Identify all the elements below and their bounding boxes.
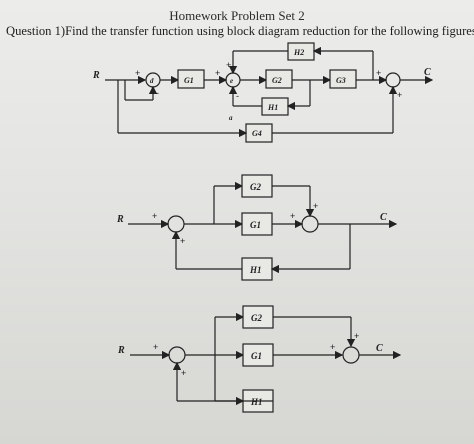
d3-g2-label: G2 [251,313,262,323]
d2-g2-label: G2 [250,182,261,192]
d1-sign-2: - [156,88,159,98]
diagram-2 [128,174,398,281]
block-g3 [329,69,357,89]
d1-sign-4: + [226,60,231,70]
diagram-3 [130,305,402,413]
d1-h1-label: H1 [267,103,278,112]
d1-sign-1: + [135,68,140,78]
d1-node-e-label: e [230,77,233,85]
d2-sign-1: + [152,211,157,221]
d1-g4-label: G4 [252,129,262,138]
summing-junction-in-2 [167,215,185,233]
d2-sign-2: + [180,236,185,246]
diagram-1 [105,42,434,143]
d3-output-label: C [376,343,383,354]
d1-g3-label: G3 [336,76,346,85]
question-text: Question 1)Find the transfer function us… [6,24,474,38]
d3-sign-2: + [181,368,186,378]
page-title: Homework Problem Set 2 [169,8,305,23]
d1-g1-label: G1 [184,76,194,85]
summing-junction-out-2 [301,215,319,233]
d1-sign-3: + [215,68,220,78]
d2-sign-3: + [290,211,295,221]
d1-output-label: C [424,67,431,78]
d1-sign-5: - [236,91,239,101]
d3-sign-4: + [354,331,359,341]
d2-output-label: C [380,212,387,223]
d1-sign-7: + [397,90,402,100]
d1-input-label: R [92,70,100,81]
d3-sign-3: + [330,342,335,352]
d2-g1-label: G1 [250,220,261,230]
summing-junction-out-3 [342,346,360,364]
d1-sign-6: + [376,68,381,78]
d3-sign-1: + [153,342,158,352]
d3-input-label: R [117,345,125,356]
d2-input-label: R [116,214,124,225]
d3-g1-label: G1 [251,351,262,361]
d1-g2-label: G2 [272,76,282,85]
d1-node-a-label: a [229,114,233,122]
summing-junction-in-3 [168,346,186,364]
d1-h2-label: H2 [293,48,304,57]
d2-h1-label: H1 [249,265,262,275]
d3-h1-label: H1 [250,397,263,407]
summing-junction-out-1 [385,72,401,88]
d2-sign-4: + [313,201,318,211]
block-g2 [265,69,293,89]
d1-node-d-label: d [150,77,154,85]
block-g1 [177,69,205,89]
